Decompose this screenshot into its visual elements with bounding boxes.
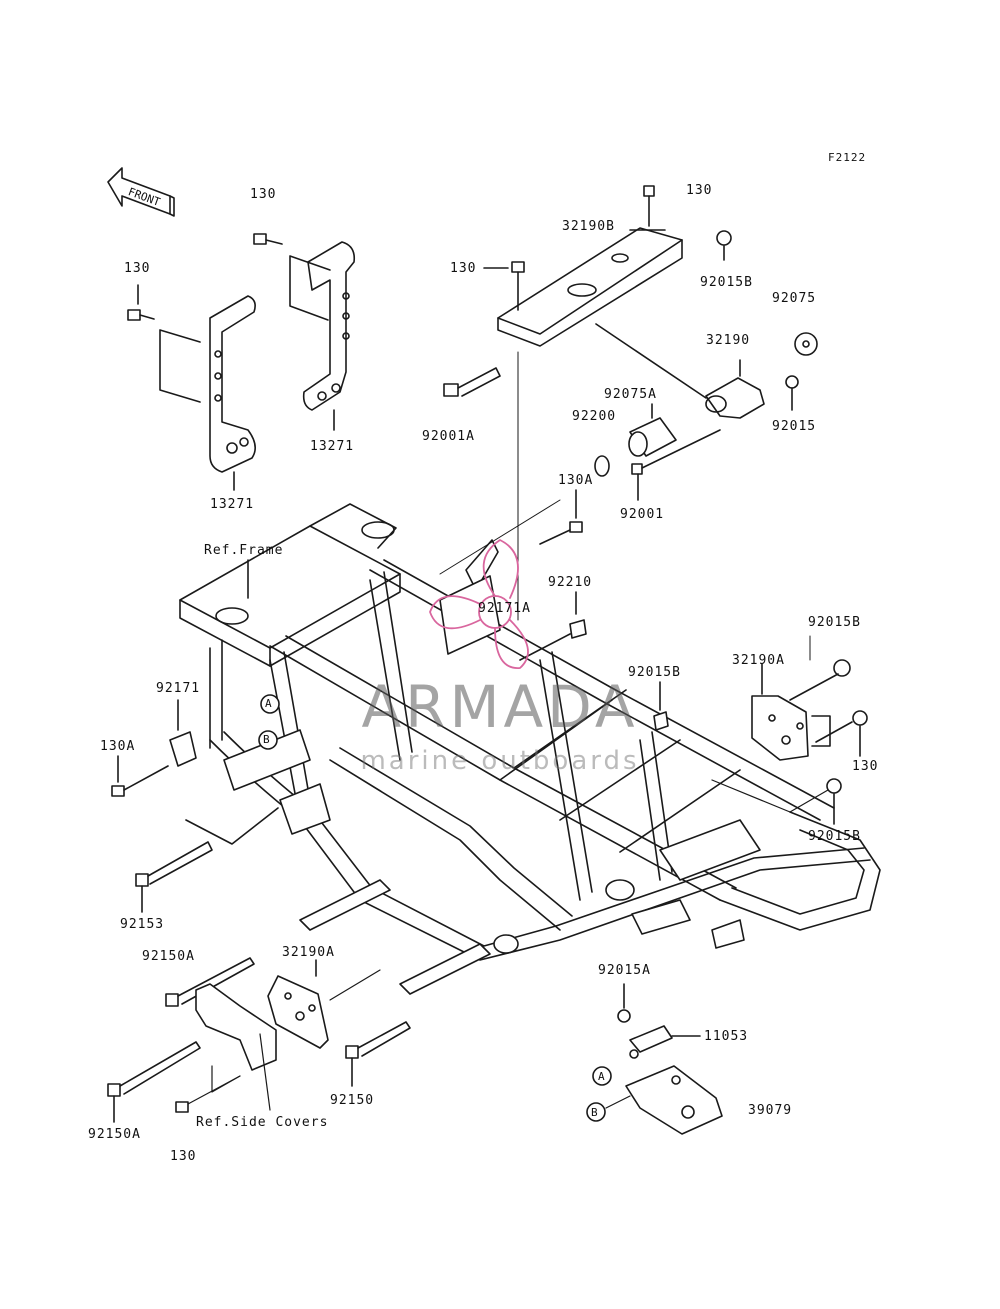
bracket-92171 bbox=[169, 699, 197, 767]
nut-92015B-top bbox=[716, 230, 732, 261]
callout-130-right: 130 bbox=[852, 759, 879, 774]
callout-130-mid: 130 bbox=[450, 261, 477, 276]
bracket-92171A bbox=[465, 539, 499, 591]
bolt-130A-left bbox=[111, 755, 169, 797]
callout-130-top: 130 bbox=[686, 183, 713, 198]
marker-a-lower bbox=[592, 1066, 612, 1086]
callout-92015B-lower: 92015B bbox=[808, 829, 861, 844]
plate-32190B bbox=[483, 185, 683, 347]
callout-39079: 39079 bbox=[748, 1103, 793, 1118]
callout-130-left-bracket: 130 bbox=[124, 261, 151, 276]
left-bracket-13271 bbox=[209, 295, 256, 491]
bolt-130-left bbox=[127, 284, 201, 403]
callout-92171A: 92171A bbox=[478, 601, 531, 616]
callout-130A-top: 130A bbox=[558, 473, 594, 488]
front-arrow-icon: FRONT bbox=[107, 167, 175, 217]
callout-92015A: 92015A bbox=[598, 963, 651, 978]
watermark-title: ARMADA bbox=[361, 673, 639, 741]
marker-b-frame bbox=[258, 730, 278, 750]
callout-92015: 92015 bbox=[772, 419, 817, 434]
callout-32190A-bottom: 32190A bbox=[282, 945, 335, 960]
callout-92150A-bottom: 92150A bbox=[88, 1127, 141, 1142]
callout-13271-left: 13271 bbox=[210, 497, 255, 512]
callout-11053: 11053 bbox=[704, 1029, 749, 1044]
callout-ref-frame: Ref.Frame bbox=[204, 543, 284, 558]
bolt-92150A-bottom bbox=[107, 1041, 201, 1123]
washer-92075 bbox=[794, 332, 818, 356]
callout-92015B-mid: 92015B bbox=[628, 665, 681, 680]
bracket-11053 bbox=[629, 1025, 701, 1059]
plate-32190A-bottom bbox=[267, 959, 381, 1049]
bolt-130A-top bbox=[539, 489, 583, 545]
callout-92015B-top: 92015B bbox=[700, 275, 753, 290]
callout-32190A-right: 32190A bbox=[732, 653, 785, 668]
callout-92075A: 92075A bbox=[604, 387, 657, 402]
callout-circle-b: B bbox=[263, 733, 270, 746]
damper-92075A bbox=[628, 403, 677, 457]
watermark-propeller-icon bbox=[429, 539, 529, 669]
nut-92015A bbox=[617, 983, 631, 1023]
callout-13271-right: 13271 bbox=[310, 439, 355, 454]
callout-ref-side-covers: Ref.Side Covers bbox=[196, 1115, 329, 1130]
watermark-subtitle: marine outboards bbox=[360, 746, 640, 776]
marker-b-lower bbox=[586, 1102, 606, 1122]
mount-32190 bbox=[595, 323, 765, 419]
callout-130-bottom: 130 bbox=[170, 1149, 197, 1164]
washer-92200 bbox=[594, 455, 610, 477]
callout-32190: 32190 bbox=[706, 333, 751, 348]
bolt-92150A-top bbox=[165, 957, 255, 1007]
bracket-39079 bbox=[625, 1065, 723, 1135]
callout-130A-left: 130A bbox=[100, 739, 136, 754]
nut-92015 bbox=[785, 375, 799, 411]
diagram-code: F2122 bbox=[828, 151, 867, 164]
callout-92153: 92153 bbox=[120, 917, 165, 932]
collar-92015B-mid bbox=[653, 681, 669, 731]
bolt-92001A bbox=[443, 367, 501, 397]
plate-32190A-right bbox=[711, 659, 868, 825]
callout-circle-b-lower: B bbox=[591, 1106, 598, 1119]
right-bracket-13271 bbox=[302, 241, 356, 431]
bracket-lower-left bbox=[195, 983, 277, 1071]
callout-32190B: 32190B bbox=[562, 219, 615, 234]
bolt-92153 bbox=[135, 807, 279, 913]
bolt-130-right bbox=[253, 233, 331, 321]
marker-a-frame bbox=[260, 694, 280, 714]
callout-92150A-top: 92150A bbox=[142, 949, 195, 964]
callout-92015B-right: 92015B bbox=[808, 615, 861, 630]
callout-92200: 92200 bbox=[572, 409, 617, 424]
callout-130-right-bracket: 130 bbox=[250, 187, 277, 202]
callout-92171: 92171 bbox=[156, 681, 201, 696]
bolt-92001 bbox=[631, 429, 721, 501]
bolt-92150 bbox=[345, 1021, 411, 1087]
main-frame bbox=[179, 503, 881, 995]
callout-circle-a-lower: A bbox=[598, 1070, 605, 1083]
callout-92001A: 92001A bbox=[422, 429, 475, 444]
callout-92075: 92075 bbox=[772, 291, 817, 306]
callout-circle-a: A bbox=[265, 697, 272, 710]
callout-92150: 92150 bbox=[330, 1093, 375, 1108]
callout-92210: 92210 bbox=[548, 575, 593, 590]
callout-92001: 92001 bbox=[620, 507, 665, 522]
